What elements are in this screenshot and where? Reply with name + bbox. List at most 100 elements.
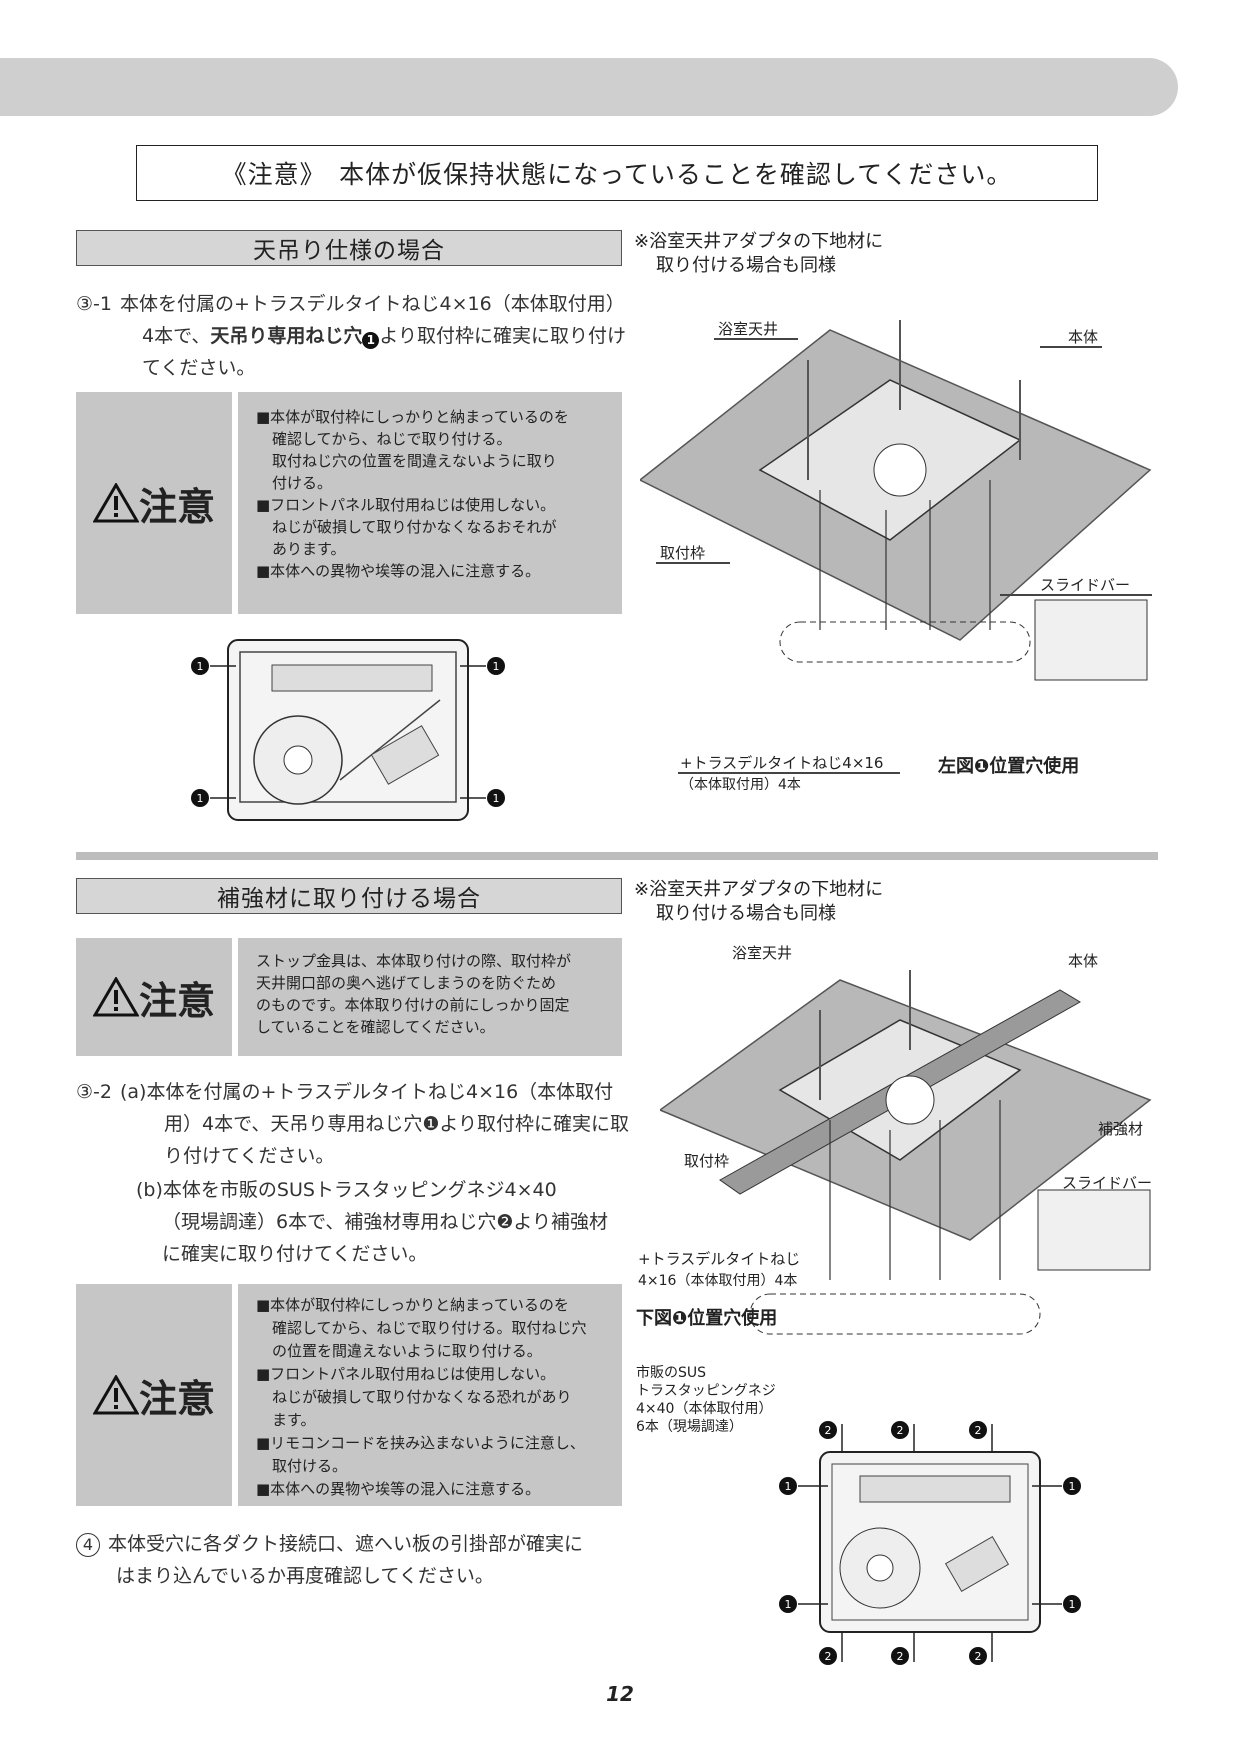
caution-line: ■本体が取付枠にしっかりと納まっているのを <box>256 408 569 426</box>
step-text: に確実に取り付けてください。 <box>162 1243 428 1265</box>
caution-line: 確認してから、ねじで取り付ける。 <box>272 430 512 448</box>
label-screw-2b: 4×16（本体取付用）4本 <box>638 1273 798 1289</box>
step-number: ③-2 <box>76 1081 112 1103</box>
step-text: 4本で、 <box>142 325 211 347</box>
svg-text:1: 1 <box>1069 1480 1076 1493</box>
step-text-bold: 天吊り専用ねじ穴 <box>210 325 363 347</box>
step-text: り付けてください。 <box>164 1145 335 1167</box>
label-reinforce: 補強材 <box>1098 1120 1144 1138</box>
caution-line: ねじが破損して取り付かなくなるおそれが <box>272 518 557 536</box>
sus-line: 4×40（本体取付用） <box>636 1401 773 1417</box>
label-slide-bar-1: スライドバー <box>1040 576 1131 594</box>
caution-line: ■リモコンコードを挟み込まないように注意し、 <box>256 1434 585 1452</box>
sus-line: トラスタッピングネジ <box>636 1383 776 1399</box>
label-frame-2: 取付枠 <box>684 1152 730 1170</box>
svg-text:1: 1 <box>197 660 204 673</box>
hole-1-marker: 1 <box>362 332 380 349</box>
svg-text:1: 1 <box>785 1598 792 1611</box>
page-number: 12 <box>606 1682 634 1706</box>
svg-text:1: 1 <box>493 660 500 673</box>
label-screw-2a: +トラスデルタイトねじ <box>638 1250 801 1268</box>
label-frame-1: 取付枠 <box>660 544 706 562</box>
svg-text:2: 2 <box>975 1650 982 1663</box>
caution-line: あります。 <box>272 540 346 558</box>
label-screw-1: +トラスデルタイトねじ4×16 <box>680 754 884 772</box>
caution-line: 付ける。 <box>272 474 333 492</box>
label-hole-ref-2: 下図❶位置穴使用 <box>636 1308 778 1329</box>
step-3-2: ③-2 (a)本体を付属の+トラスデルタイトねじ4×16（本体取付 用）4本で、天… <box>76 1076 636 1270</box>
svg-text:1: 1 <box>785 1480 792 1493</box>
step-text: （現場調達）6本で、補強材専用ねじ穴❷より補強材 <box>162 1211 608 1233</box>
section2-note: ※浴室天井アダプタの下地材に 取り付ける場合も同様 <box>634 878 883 926</box>
step-text: (a)本体を付属の+トラスデルタイトねじ4×16（本体取付 <box>119 1081 614 1103</box>
caution-line: 確認してから、ねじで取り付ける。取付ねじ穴 <box>272 1319 587 1337</box>
svg-text:1: 1 <box>1069 1598 1076 1611</box>
header-bar <box>0 58 1178 116</box>
caution-label-2: 注意 <box>76 938 232 1056</box>
label-sus: 市販のSUS トラスタッピングネジ 4×40（本体取付用） 6本（現場調達） <box>636 1364 776 1436</box>
step-text: 本体受穴に各ダクト接続口、遮へい板の引掛部が確実に <box>108 1533 584 1555</box>
step-4: 4 本体受穴に各ダクト接続口、遮へい板の引掛部が確実に はまり込んでいるか再度確… <box>76 1528 636 1592</box>
caution-line: ■本体が取付枠にしっかりと納まっているのを <box>256 1296 569 1314</box>
caution-title: 注意 <box>138 978 215 1023</box>
caution-text-3: ■本体が取付枠にしっかりと納まっているのを 確認してから、ねじで取り付ける。取付… <box>238 1284 622 1506</box>
unit-top-view-2: 1 1 1 1 2 2 2 2 2 2 <box>779 1421 1081 1665</box>
caution-line: ■フロントパネル取付用ねじは使用しない。 <box>256 1365 556 1383</box>
step-number: ③-1 <box>76 293 112 315</box>
label-body-1: 本体 <box>1068 328 1099 346</box>
svg-text:2: 2 <box>825 1650 832 1663</box>
notice-box: 《注意》 本体が仮保持状態になっていることを確認してください。 <box>136 145 1098 201</box>
warning-icon <box>92 977 139 1017</box>
label-ceiling-1: 浴室天井 <box>718 320 779 338</box>
caution-line: 取付ける。 <box>272 1457 348 1475</box>
warning-icon <box>92 483 139 523</box>
section1-title: 天吊り仕様の場合 <box>76 230 622 266</box>
note-line: 取り付ける場合も同様 <box>656 903 836 924</box>
caution-label-1: 注意 <box>76 392 232 614</box>
caution-line: ■フロントパネル取付用ねじは使用しない。 <box>256 496 556 514</box>
svg-text:1: 1 <box>197 792 204 805</box>
caution-label-3: 注意 <box>76 1284 232 1506</box>
caution-line: ■本体への異物や埃等の混入に注意する。 <box>256 1480 541 1498</box>
step-number: 4 <box>76 1533 100 1557</box>
label-hole-ref-1: 左図❶位置穴使用 <box>938 756 1080 777</box>
step-text: てください。 <box>142 357 256 379</box>
label-slide-bar-2: スライドバー <box>1062 1174 1153 1192</box>
caution-line: のものです。本体取り付けの前にしっかり固定 <box>256 996 570 1014</box>
label-ceiling-2: 浴室天井 <box>732 944 793 962</box>
caution-text-2: ストップ金具は、本体取り付けの際、取付枠が 天井開口部の奥へ逃げてしまうのを防ぐ… <box>238 938 622 1056</box>
caution-line: ねじが破損して取り付かなくなる恐れがあり <box>272 1388 572 1406</box>
section2-title: 補強材に取り付ける場合 <box>76 878 622 914</box>
note-line: ※浴室天井アダプタの下地材に <box>634 231 884 252</box>
step-text: はまり込んでいるか再度確認してください。 <box>116 1565 494 1587</box>
ceiling-install-diagram-1 <box>640 320 1152 681</box>
sus-line: 6本（現場調達） <box>636 1419 743 1435</box>
svg-text:2: 2 <box>825 1424 832 1437</box>
caution-line: 天井開口部の奥へ逃げてしまうのを防ぐため <box>256 974 557 992</box>
label-screw-2: （本体取付用）4本 <box>680 777 801 793</box>
unit-top-view-1: 1 1 1 1 <box>191 639 505 821</box>
step-text: (b)本体を市販のSUSトラスタッピングネジ4×40 <box>136 1179 557 1201</box>
caution-line: ます。 <box>272 1411 316 1429</box>
caution-line: ストップ金具は、本体取り付けの際、取付枠が <box>256 952 572 970</box>
label-body-2: 本体 <box>1068 952 1099 970</box>
note-line: 取り付ける場合も同様 <box>656 255 836 276</box>
warning-icon <box>92 1375 139 1415</box>
caution-line: 取付ねじ穴の位置を間違えないように取り <box>272 452 557 470</box>
caution-title: 注意 <box>138 1376 215 1421</box>
svg-text:2: 2 <box>975 1424 982 1437</box>
caution-line: ■本体への異物や埃等の混入に注意する。 <box>256 562 541 580</box>
step-text: より取付枠に確実に取り付け <box>379 325 626 347</box>
section1-note: ※浴室天井アダプタの下地材に 取り付ける場合も同様 <box>634 230 883 278</box>
ceiling-install-diagram-2 <box>660 970 1152 1335</box>
section-divider <box>76 852 1158 860</box>
step-text: 用）4本で、天吊り専用ねじ穴❶より取付枠に確実に取 <box>164 1113 629 1135</box>
step-text: 本体を付属の+トラスデルタイトねじ4×16（本体取付用） <box>119 293 625 315</box>
step-3-1: ③-1 本体を付属の+トラスデルタイトねじ4×16（本体取付用） 4本で、天吊り専… <box>76 288 656 384</box>
caution-line: の位置を間違えないように取り付ける。 <box>272 1342 542 1360</box>
svg-text:1: 1 <box>493 792 500 805</box>
caution-line: していることを確認してください。 <box>256 1018 495 1036</box>
caution-text-1: ■本体が取付枠にしっかりと納まっているのを 確認してから、ねじで取り付ける。 取… <box>238 392 622 614</box>
caution-title: 注意 <box>138 484 215 529</box>
svg-text:2: 2 <box>897 1424 904 1437</box>
